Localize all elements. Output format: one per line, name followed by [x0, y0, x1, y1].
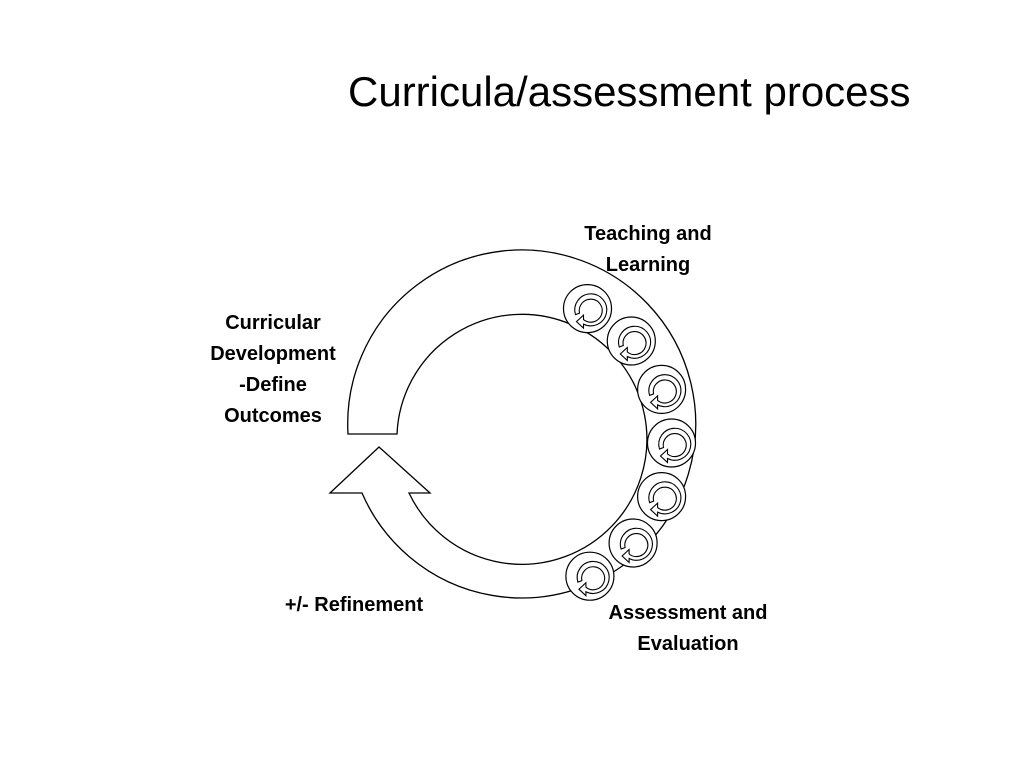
label-line: Curricular [225, 312, 321, 334]
circular-arrow-ring [328, 249, 697, 599]
label-line: Teaching and [584, 223, 712, 245]
circular-cycle-icon [646, 418, 697, 468]
label-line: -Define [239, 374, 307, 396]
label-refinement: +/- Refinement [262, 590, 446, 621]
label-assessment-evaluation: Assessment and Evaluation [594, 598, 782, 660]
label-line: Assessment and [608, 602, 768, 624]
circular-cycle-icon [562, 284, 613, 334]
label-line: Outcomes [224, 405, 322, 427]
label-line: Development [210, 343, 336, 365]
circular-cycle-icon [565, 551, 615, 601]
circular-cycle-icon [636, 472, 687, 522]
label-line: Learning [605, 254, 691, 276]
circular-cycle-icon [636, 364, 687, 414]
circular-cycle-icon [608, 518, 658, 568]
circular-cycle-icon [606, 316, 656, 366]
label-teaching-learning: Teaching and Learning [568, 219, 728, 281]
label-line: Evaluation [637, 633, 739, 655]
label-curricular-development: Curricular Development -Define Outcomes [196, 308, 350, 432]
label-line: +/- Refinement [284, 594, 424, 616]
cycle-icons-group [562, 284, 697, 601]
page-title: Curricula/assessment process [348, 68, 911, 115]
